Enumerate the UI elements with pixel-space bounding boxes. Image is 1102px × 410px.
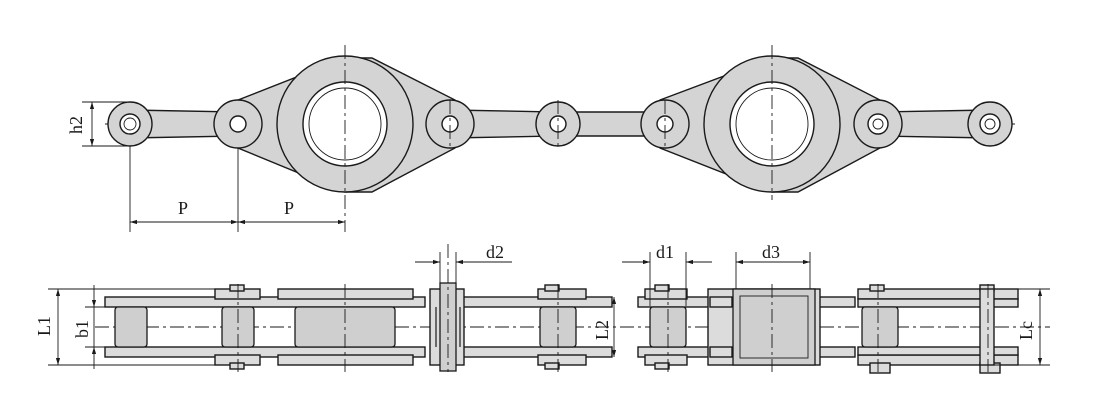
plate-top-1 (104, 296, 426, 308)
label-p-left: P (178, 198, 188, 218)
label-d3: d3 (762, 242, 780, 262)
label-d1: d1 (656, 242, 674, 262)
label-d2: d2 (486, 242, 504, 262)
label-lc: Lc (1016, 321, 1036, 340)
plate-bottom-1 (104, 346, 426, 358)
roller-1 (114, 306, 148, 348)
pin-hole-6 (867, 113, 889, 135)
label-b1: b1 (72, 320, 92, 338)
bushing-d3 (732, 288, 816, 366)
label-p-right: P (284, 198, 294, 218)
plate-top-2 (461, 296, 613, 308)
label-l2: L2 (592, 320, 612, 340)
bottom-view: d2 d1 d3 L1 b1 L2 Lc (34, 242, 1050, 374)
label-h2: h2 (66, 116, 86, 134)
top-view: P P h2 (66, 45, 1015, 232)
pin-hole-2 (229, 115, 247, 133)
pin-hole-7 (979, 113, 1001, 135)
label-l1: L1 (34, 316, 54, 336)
end-pin (979, 288, 995, 366)
roller-5 (861, 306, 899, 348)
pin-hole-1 (119, 113, 141, 135)
plate-bottom-2 (461, 346, 613, 358)
